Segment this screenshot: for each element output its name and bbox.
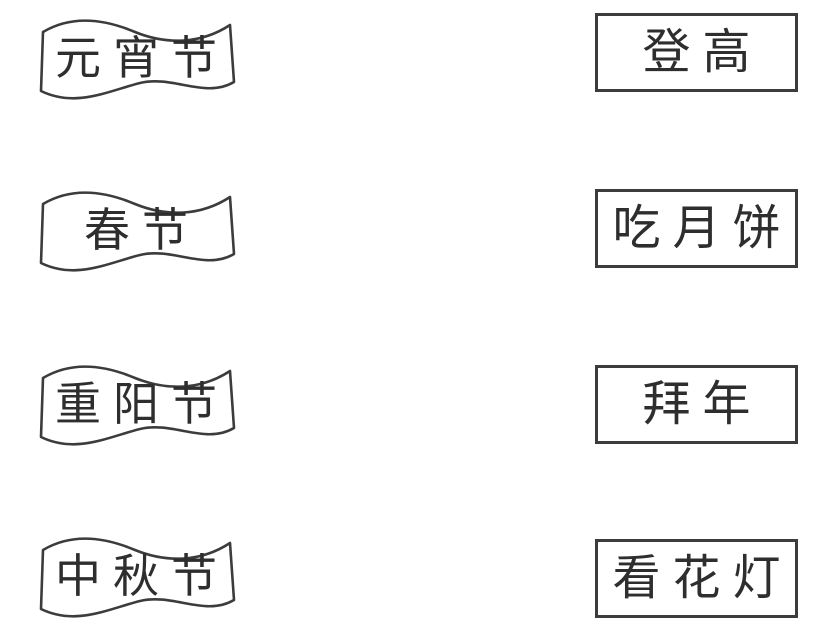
festival-banner-double-ninth[interactable]: 重阳节 <box>36 358 236 450</box>
festival-banner-lantern-festival[interactable]: 元宵节 <box>36 12 236 104</box>
festival-label: 春节 <box>84 205 200 256</box>
wavy-banner-outline <box>39 191 236 272</box>
activity-label: 看花灯 <box>612 551 793 605</box>
festival-label: 元宵节 <box>55 33 229 84</box>
festival-label: 中秋节 <box>55 551 229 602</box>
activity-box-new-year-greetings[interactable]: 拜年 <box>595 365 798 444</box>
festival-banner-mid-autumn[interactable]: 中秋节 <box>36 530 236 622</box>
activity-box-climbing[interactable]: 登高 <box>595 13 798 92</box>
wavy-banner-outline <box>39 365 236 446</box>
wavy-banner-outline <box>39 537 236 618</box>
wavy-banner-outline <box>39 19 236 100</box>
activity-box-lantern-viewing[interactable]: 看花灯 <box>595 539 798 618</box>
festival-label: 重阳节 <box>55 379 229 430</box>
activity-label: 登高 <box>642 25 763 79</box>
activity-label: 拜年 <box>642 377 763 431</box>
activity-box-mooncakes[interactable]: 吃月饼 <box>595 189 798 268</box>
activity-label: 吃月饼 <box>612 201 793 255</box>
festival-banner-spring-festival[interactable]: 春节 <box>36 184 236 276</box>
